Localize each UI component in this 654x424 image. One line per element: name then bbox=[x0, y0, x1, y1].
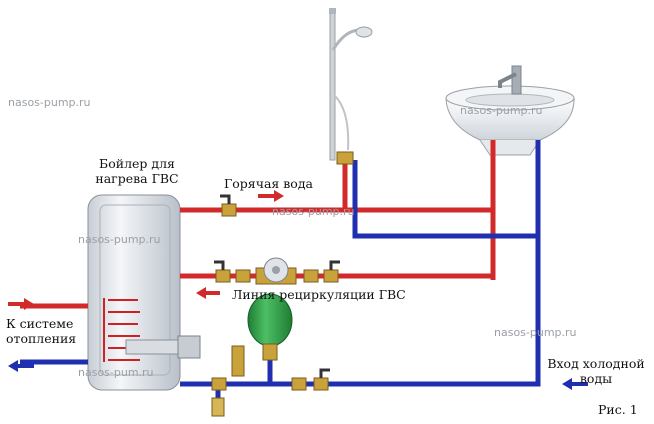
boiler-tank bbox=[87, 194, 201, 391]
watermark: nasos-pump.ru bbox=[8, 96, 91, 109]
circulation-pump-icon bbox=[255, 257, 297, 285]
watermark: nasos-pump.ru bbox=[460, 104, 543, 117]
expansion-tank-icon bbox=[247, 293, 293, 361]
cold-water-label-line1: Вход холодной bbox=[547, 356, 645, 371]
cold-water-label: Вход холодной воды bbox=[542, 356, 650, 386]
valve-icon bbox=[211, 151, 354, 417]
watermark: nasos-pump.ru bbox=[272, 205, 355, 218]
heating-label-line1: К системе bbox=[6, 316, 74, 331]
flow-arrows bbox=[8, 190, 588, 390]
watermark: nasos-pump.ru bbox=[494, 326, 577, 339]
sink-icon bbox=[445, 65, 575, 156]
shower-icon bbox=[329, 8, 373, 161]
hot-water-label: Горячая вода bbox=[224, 176, 313, 191]
cold-water-label-line2: воды bbox=[579, 371, 613, 386]
boiler-label-line1: Бойлер для bbox=[99, 156, 175, 171]
boiler-label-line2: нагрева ГВС bbox=[95, 171, 179, 186]
boiler-label: Бойлер для нагрева ГВС bbox=[92, 156, 182, 186]
watermark: nasos-pump.ru bbox=[78, 233, 161, 246]
figure-label: Рис. 1 bbox=[598, 402, 638, 417]
recirculation-label: Линия рециркуляции ГВС bbox=[232, 287, 406, 302]
heating-label: К системе отопления bbox=[6, 316, 76, 346]
heating-label-line2: отопления bbox=[6, 331, 77, 346]
watermark: nasos-pum.ru bbox=[78, 366, 154, 379]
